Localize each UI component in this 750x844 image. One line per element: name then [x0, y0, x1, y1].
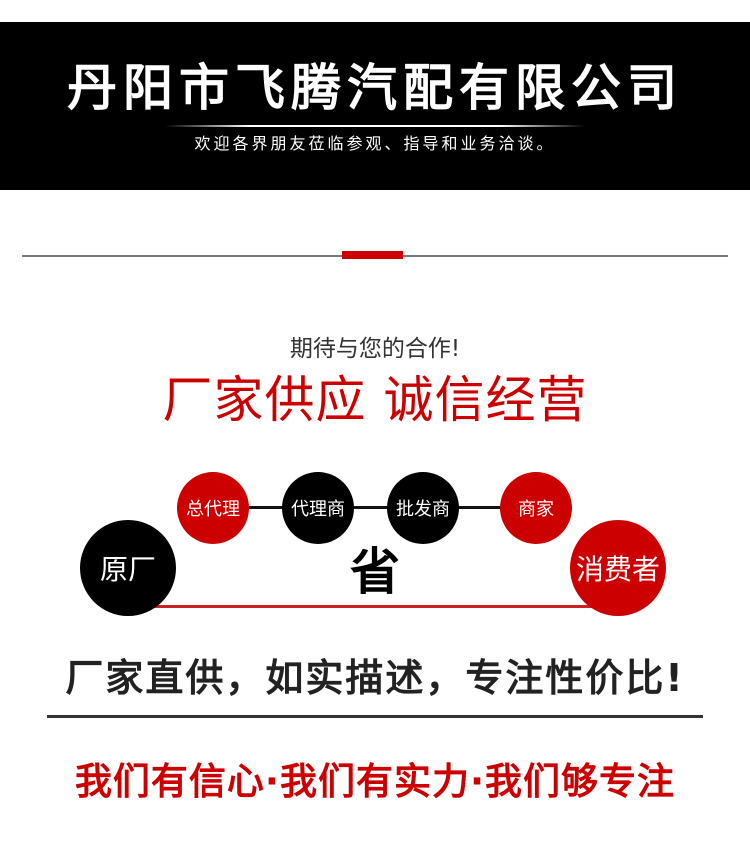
node-wholesaler: 批发商: [387, 472, 459, 544]
node-factory: 原厂: [80, 520, 176, 616]
savings-label: 省: [350, 543, 400, 601]
tagline: 厂家直供，如实描述，专注性价比!: [65, 656, 685, 700]
node-consumer: 消费者: [570, 520, 666, 616]
tagline-divider: [47, 715, 703, 718]
distribution-chain-line: [213, 506, 536, 509]
headline: 厂家供应 诚信经营: [162, 371, 588, 429]
cooperation-subtitle: 期待与您的合作!: [289, 336, 461, 362]
header-banner: 丹阳市飞腾汽配有限公司 欢迎各界朋友莅临参观、指导和业务洽谈。: [0, 22, 750, 190]
motto: 我们有信心·我们有实力·我们够专注: [74, 760, 676, 803]
company-name: 丹阳市飞腾汽配有限公司: [67, 59, 683, 117]
banner-divider: [165, 125, 585, 127]
section-divider-accent: [342, 251, 403, 259]
node-agent: 代理商: [282, 472, 354, 544]
direct-supply-line: [150, 605, 598, 608]
welcome-slogan: 欢迎各界朋友莅临参观、指导和业务洽谈。: [194, 134, 556, 153]
node-general-agent: 总代理: [177, 472, 249, 544]
node-merchant: 商家: [500, 472, 572, 544]
